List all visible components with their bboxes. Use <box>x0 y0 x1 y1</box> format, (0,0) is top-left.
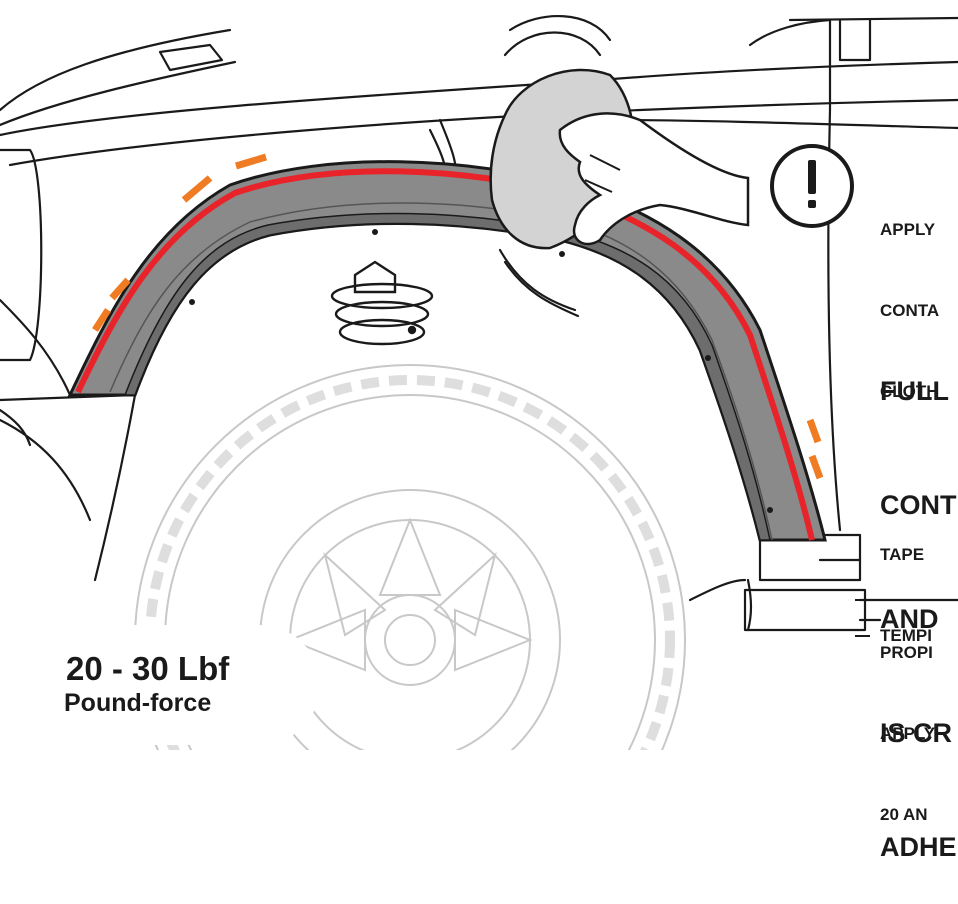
clean-instruction: APPLY CONTA CLOTH <box>880 162 958 432</box>
clean-line: CLOTH <box>880 382 939 401</box>
leader-lines <box>855 599 870 637</box>
pressure-line: APPLY <box>880 724 936 743</box>
temp-line: TAPE <box>880 545 925 564</box>
pressure-instruction: PROPI APPLY 20 AN <box>880 585 958 855</box>
temperature-instruction: TAPE TEMPI <box>880 487 958 676</box>
hand-with-cloth <box>489 68 750 250</box>
force-label-background <box>30 625 320 745</box>
clean-line: APPLY <box>880 220 936 239</box>
force-value: 20 - 30 Lbf <box>66 650 230 687</box>
coil-spring <box>330 260 434 346</box>
exclamation-icon <box>770 144 854 228</box>
pressure-line: PROPI <box>880 643 933 662</box>
contact-line: FULL <box>880 376 949 406</box>
clean-line: CONTA <box>880 301 940 320</box>
contact-line: AND <box>880 604 939 634</box>
contact-line: IS CR <box>880 718 953 748</box>
pressure-line: 20 AN <box>880 805 928 824</box>
contact-line: CONT <box>880 490 957 520</box>
temp-line: TEMPI <box>880 626 932 645</box>
force-unit: Pound-force <box>64 689 212 717</box>
